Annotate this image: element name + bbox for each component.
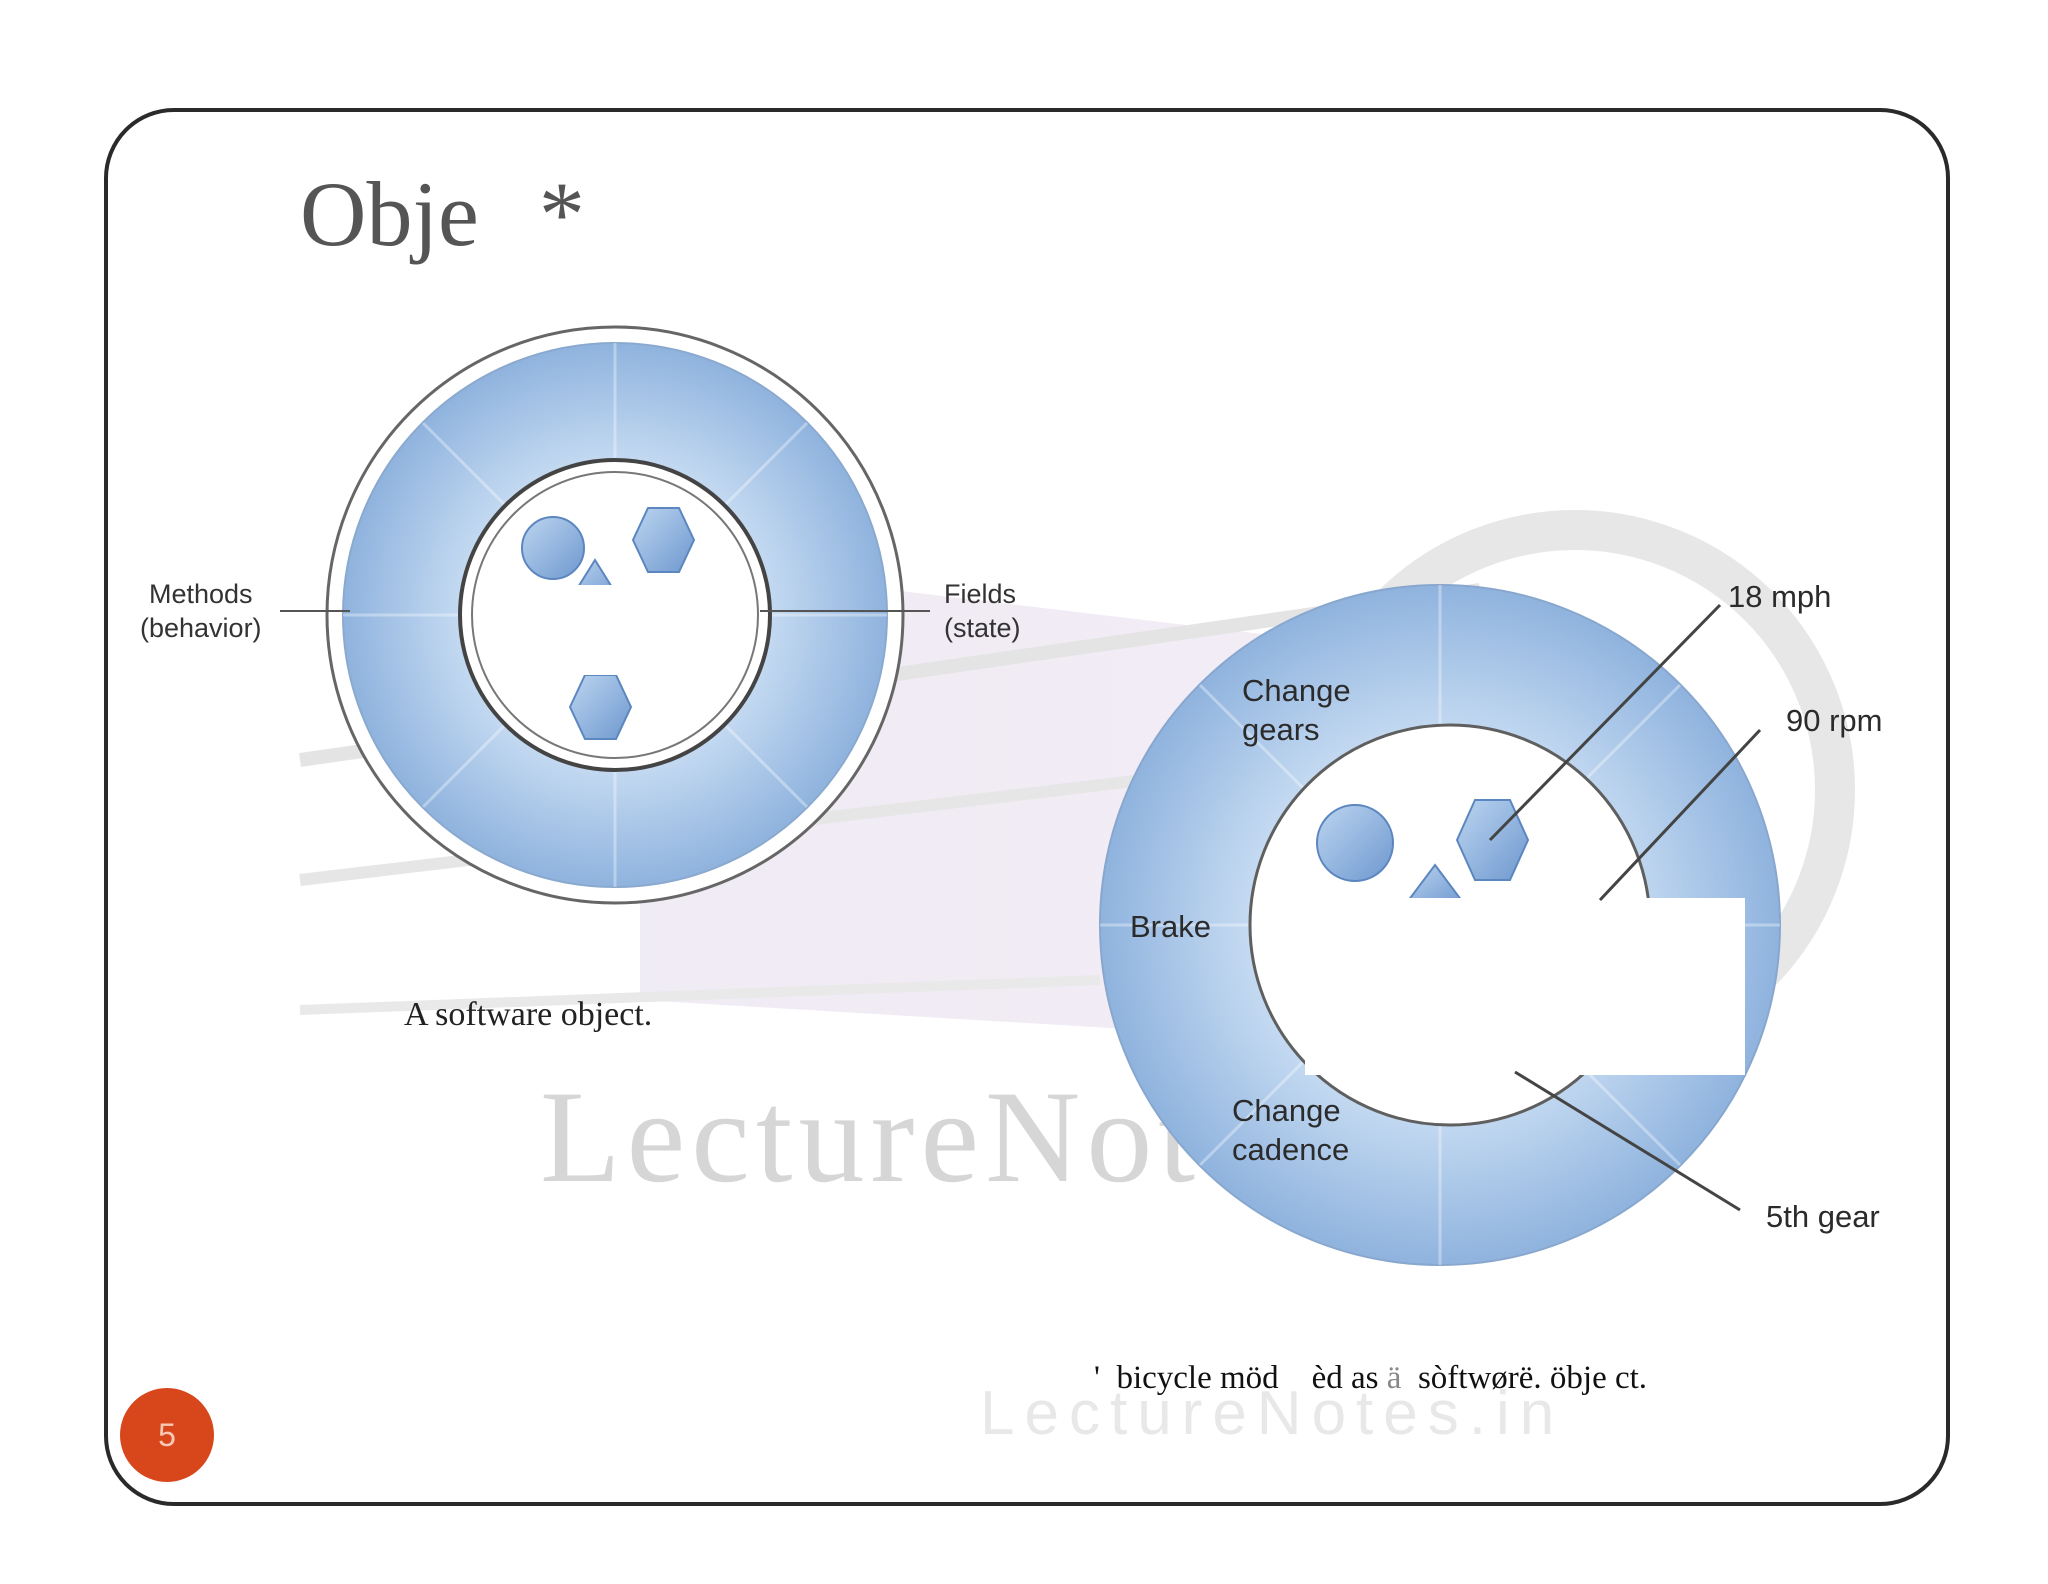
caption-part: sòftwørë. öbje ct. [1401, 1360, 1648, 1396]
field-circle-icon [1316, 804, 1394, 882]
watermark-footer-text: LectureNotes.in [980, 1379, 1565, 1448]
field-cadence: 90 rpm [1786, 703, 1883, 738]
title-text: Obje [300, 163, 479, 265]
method-brake: Brake [1130, 909, 1211, 944]
field-gear: 5th gear [1766, 1199, 1880, 1234]
bicycle-object-diagram [1099, 584, 1781, 1266]
field-speed: 18 mph [1728, 579, 1832, 614]
field-hexagon-icon [631, 507, 696, 573]
field-circle-icon [521, 516, 585, 580]
methods-label: Methods (behavior) [140, 579, 262, 643]
page-number-badge: 5 [120, 1388, 214, 1482]
software-object-diagram [280, 325, 930, 905]
bicycle-object-caption: ' bicycle möd èd as ä sòftwørë. öbje ct. [1094, 1360, 1647, 1397]
title-symbol: * [538, 163, 585, 265]
caption-part: ' bicycle möd èd as [1094, 1360, 1387, 1396]
fields-label: Fields (state) [944, 579, 1021, 643]
caption-part: ä [1386, 1360, 1402, 1396]
slide-title: Obje* [300, 168, 585, 260]
method-change-cadence: Change cadence [1232, 1093, 1350, 1167]
software-object-caption: A software object. [404, 996, 653, 1033]
method-change-gears: Change gears [1242, 673, 1351, 747]
